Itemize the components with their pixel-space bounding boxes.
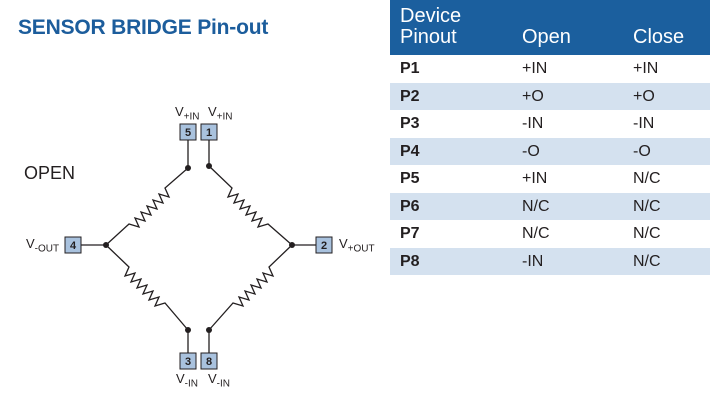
table-row: P2+O+O xyxy=(390,82,710,110)
pin-box-8 xyxy=(200,352,218,370)
state-label: OPEN xyxy=(24,163,76,183)
node-dot xyxy=(206,327,212,333)
label-pin5: V+IN xyxy=(175,104,200,123)
pin-number-8: 8 xyxy=(206,356,212,368)
node-dot xyxy=(289,242,295,248)
header-open: Open xyxy=(522,26,571,48)
pin-number-4: 4 xyxy=(70,240,77,252)
label-pin2: V+OUT xyxy=(339,236,375,255)
pin-box-3 xyxy=(179,352,197,370)
pin-box-2 xyxy=(315,236,333,254)
table-header: Device Pinout Open Close xyxy=(390,0,710,55)
pin-number-1: 1 xyxy=(206,127,212,139)
node-dot xyxy=(185,327,191,333)
pin-box-4 xyxy=(64,236,82,254)
pin-number-3: 3 xyxy=(185,356,191,368)
resistor-upper-left xyxy=(105,167,189,246)
node-dot xyxy=(103,242,109,248)
resistor-upper-right xyxy=(208,165,293,246)
label-pin3: V-IN xyxy=(176,371,199,390)
header-close: Close xyxy=(633,26,685,48)
header-device-pinout: Device Pinout xyxy=(400,5,462,48)
resistor-lower-left xyxy=(105,244,189,331)
node-dot xyxy=(185,165,191,171)
pin-number-2: 2 xyxy=(321,240,327,252)
pin-box-5 xyxy=(179,123,197,141)
table-row: P4-O-O xyxy=(390,137,710,165)
diagram-title: SENSOR BRIDGE Pin-out xyxy=(18,16,269,39)
node-dot xyxy=(206,163,212,169)
pinout-table: Device Pinout Open Close P1+IN+IN P2+O+O… xyxy=(390,0,710,275)
label-pin8: V-IN xyxy=(208,371,231,390)
resistor-lower-right xyxy=(208,244,293,331)
label-pin1: V+IN xyxy=(208,104,233,123)
pin-box-1 xyxy=(200,123,218,141)
table-row: P3-IN-IN xyxy=(400,115,655,132)
pin-number-5: 5 xyxy=(185,127,191,139)
label-pin4: V-OUT xyxy=(26,236,60,255)
table-row: P1+IN+IN xyxy=(400,60,659,77)
